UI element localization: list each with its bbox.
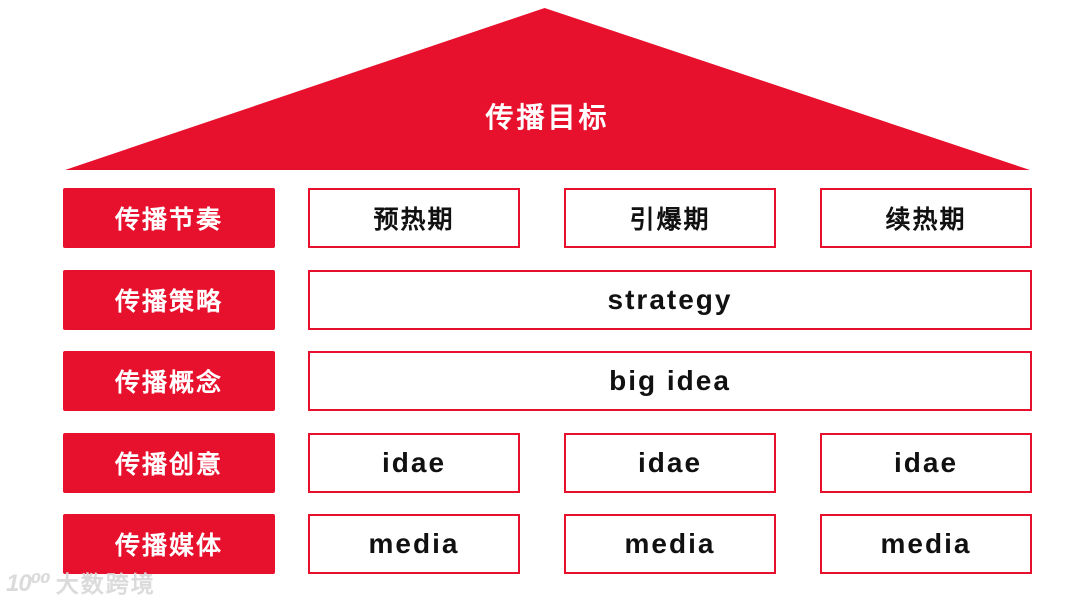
watermark: 10⁰⁰ 大数跨境	[6, 572, 156, 596]
cell-big-idea: big idea	[308, 351, 1032, 411]
row-creative-cells: idae idae idae	[308, 432, 1032, 493]
cell-idea-1: idae	[308, 432, 520, 493]
cell-sustain-phase: 续热期	[820, 188, 1032, 248]
row-creative-label: 传播创意	[63, 432, 275, 493]
watermark-logo-icon: 10⁰⁰	[6, 570, 51, 597]
cell-explosion-phase: 引爆期	[564, 188, 776, 248]
cell-media-2: media	[564, 514, 776, 574]
row-strategy-cells: strategy	[308, 269, 1032, 330]
cell-idea-2: idae	[564, 432, 776, 493]
row-concept: 传播概念 big idea	[63, 351, 1032, 411]
pyramid-roof: 传播目标	[65, 8, 1030, 170]
row-rhythm-label: 传播节奏	[63, 188, 275, 248]
cell-media-3: media	[820, 514, 1032, 574]
row-media-cells: media media media	[308, 514, 1032, 574]
pyramid-roof-label: 传播目标	[485, 102, 610, 133]
watermark-brand-text: 大数跨境	[55, 570, 156, 597]
row-rhythm: 传播节奏 预热期 引爆期 续热期	[63, 188, 1032, 248]
cell-warmup-phase: 预热期	[308, 188, 520, 248]
diagram-rows: 传播节奏 预热期 引爆期 续热期 传播策略 strategy 传播概念 big …	[63, 188, 1032, 574]
cell-idea-3: idae	[820, 432, 1032, 493]
cell-media-1: media	[308, 514, 520, 574]
row-concept-label: 传播概念	[63, 351, 275, 411]
row-strategy-label: 传播策略	[63, 269, 275, 330]
row-rhythm-cells: 预热期 引爆期 续热期	[308, 188, 1032, 248]
row-concept-cells: big idea	[308, 351, 1032, 411]
row-creative: 传播创意 idae idae idae	[63, 432, 1032, 493]
cell-strategy: strategy	[308, 269, 1032, 330]
row-media-label: 传播媒体	[63, 514, 275, 574]
row-strategy: 传播策略 strategy	[63, 269, 1032, 330]
row-media: 传播媒体 media media media	[63, 514, 1032, 574]
